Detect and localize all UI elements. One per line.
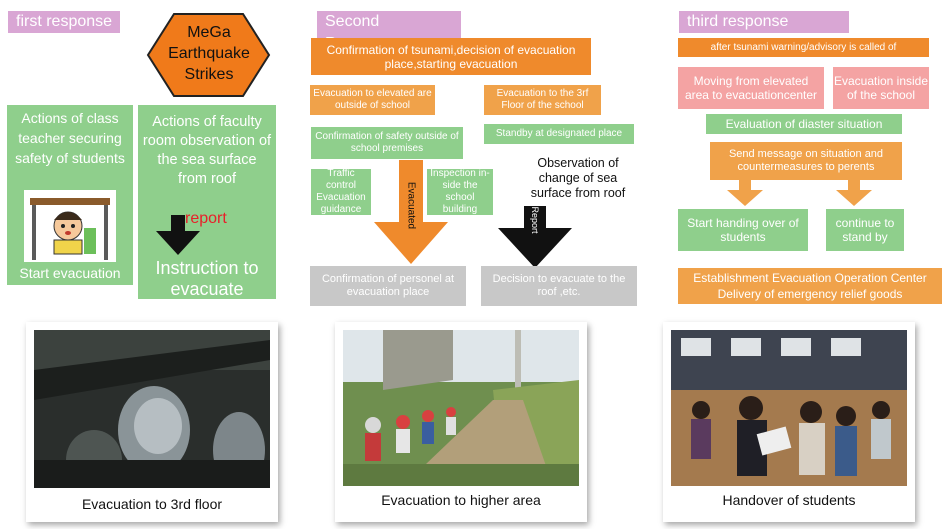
evacuated-arrow-icon [374,160,448,264]
safety-confirmation-box: Confirmation of safety outside of school… [311,127,463,159]
down-arrow-right-icon [836,180,872,206]
earthquake-hexagon-label: MeGa Earthquake Strikes [168,24,250,83]
evacuation-3rd-floor-box: Evacuation to the 3rf Floor of the schoo… [484,85,601,115]
photo-hill-path-image [343,330,579,486]
photo-card-1: Evacuation to 3rd floor [26,322,278,522]
report-vertical-label: Report [530,206,540,234]
evacuated-label: Evacuated [405,181,417,230]
roof-decision-box: Decision to evacuate to the roof ,etc. [481,266,637,306]
evaluation-box: Evaluation of diaster situation [706,114,902,134]
photo-caption-2: Evacuation to higher area [381,492,541,508]
photo-card-3: Handover of students [663,322,915,522]
faculty-room-box: Actions of faculty room observation of t… [138,105,276,299]
third-response-header: third response [679,11,849,33]
photo-gym-handover-image [671,330,907,486]
send-message-box: Send message on situation and countermea… [710,142,902,180]
inspection-box: Inspection in-side the school building [427,168,493,215]
photo-stairwell-image [34,330,270,488]
start-evacuation-label: Start evacuation [19,265,121,281]
earthquake-hexagon [146,13,271,97]
evacuation-inside-box: Evacuation inside of the school [833,67,929,109]
faculty-room-text: Actions of faculty room observation of t… [142,114,272,187]
continue-standby-box: continue to stand by [826,209,904,251]
down-arrow-icon [156,215,200,255]
evacuation-elevated-box: Evacuation to elevated are outside of sc… [310,85,435,115]
photo-caption-1: Evacuation to 3rd floor [81,496,223,512]
instruction-to-evacuate: Instruction to evacuate [155,258,259,299]
standby-box: Standby at designated place [484,124,634,144]
tsunami-warning-box: after tsunami warning/advisory is called… [678,38,929,57]
class-teacher-text: Actions of class teacher securing safety… [15,110,125,166]
first-response-header: first response [8,11,121,33]
operation-center-line2: Delivery of emergency relief goods [717,287,903,301]
personnel-confirmation-box: Confirmation of personel at evacuation p… [310,266,466,306]
photo-caption-3: Handover of students [722,492,856,508]
tsunami-confirmation-box: Confirmation of tsunami,decision of evac… [311,38,591,75]
operation-center-box: Establishment Evacuation Operation Cente… [678,268,942,304]
start-handover-box: Start handing over of students [678,209,808,251]
report-arrow-icon [498,206,572,268]
child-under-desk-illustration [24,190,116,262]
operation-center-line1: Establishment Evacuation Operation Cente… [693,271,927,285]
report-label: report [185,210,227,227]
traffic-control-box: Traffic control Evacuation guidance [311,168,371,215]
down-arrow-left-icon [727,180,763,206]
observation-text: Observation of change of sea surface fro… [530,156,626,200]
moving-to-center-box: Moving from elevated area to evacuationc… [678,67,824,109]
photo-card-2: Evacuation to higher area [335,322,587,522]
